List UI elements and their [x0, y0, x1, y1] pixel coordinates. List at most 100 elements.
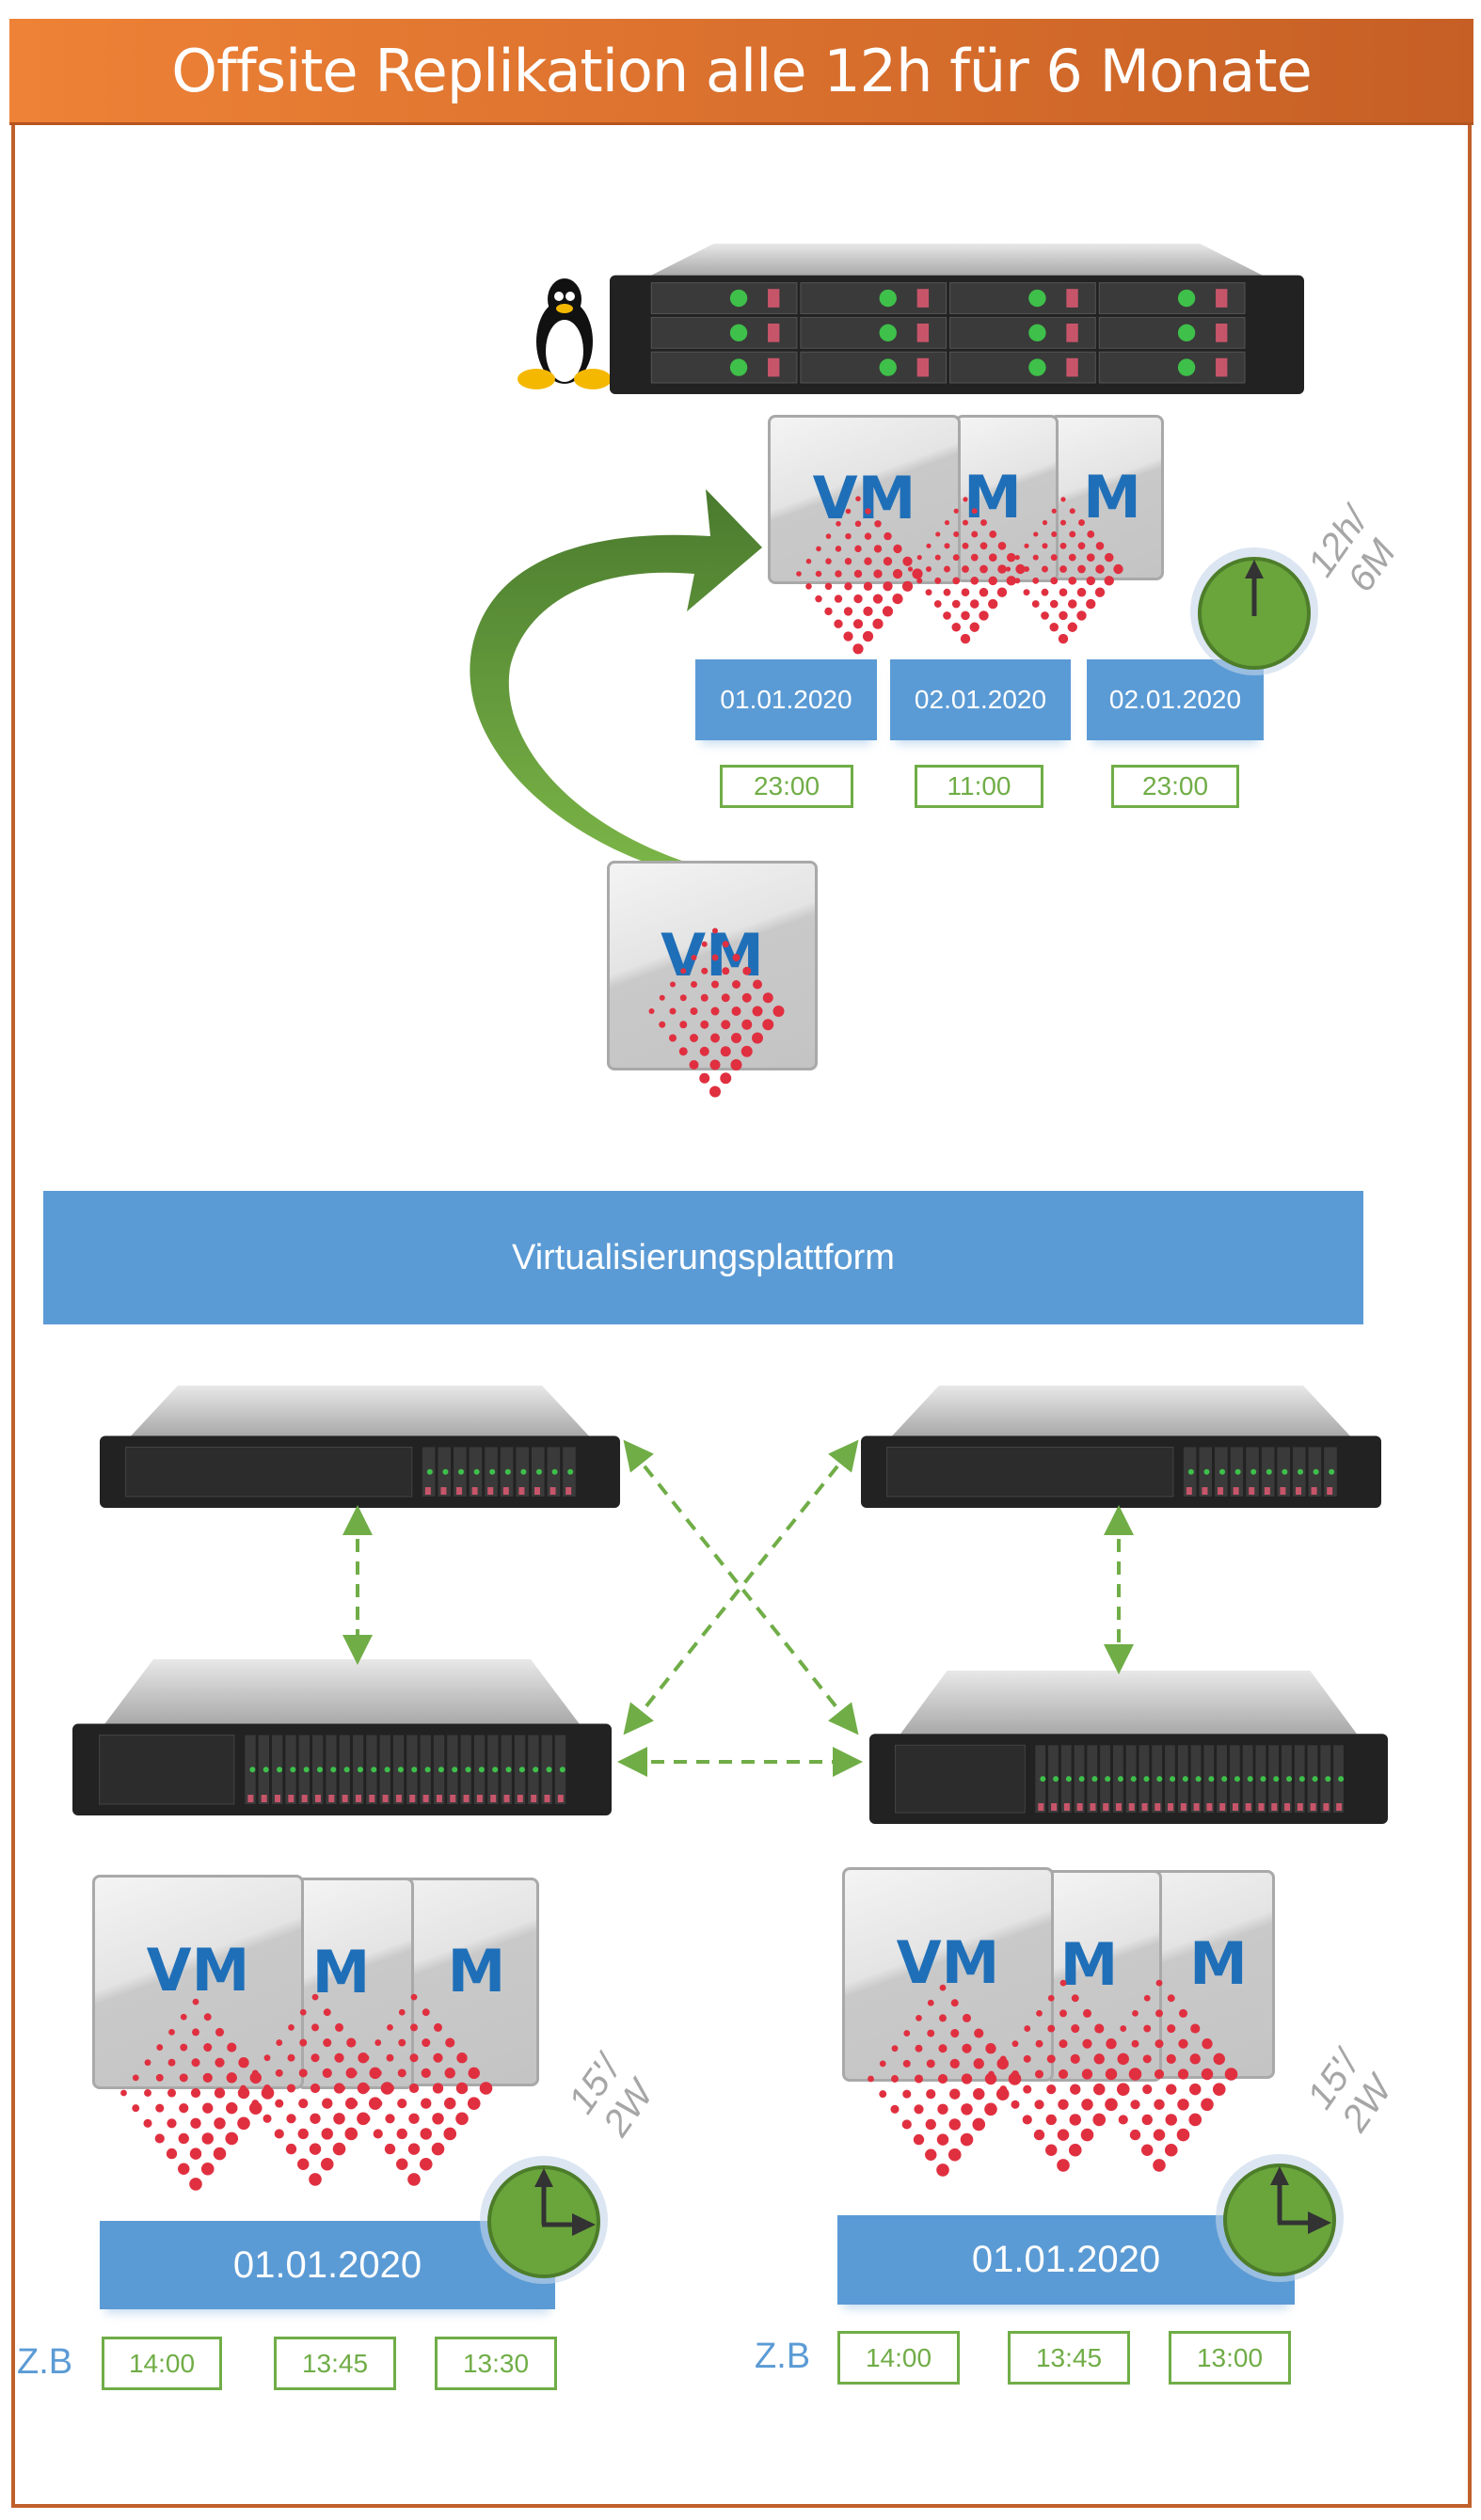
disk-dot: [691, 955, 697, 960]
disk-dot: [659, 994, 665, 1001]
disk-dot: [323, 2038, 332, 2048]
disk-dot: [362, 2084, 370, 2092]
disk-dot: [1032, 577, 1040, 584]
disk-dot: [189, 2148, 202, 2160]
disk-dot: [901, 2119, 912, 2130]
disk-dot: [953, 508, 959, 514]
disk-dot: [762, 1019, 774, 1031]
offsite-date-3: 02.01.2020: [1087, 659, 1264, 740]
disk-dot: [1188, 2113, 1202, 2127]
disk-dot: [1047, 1994, 1055, 2002]
disk-dot: [1059, 2039, 1068, 2049]
disk-dot: [1130, 2069, 1140, 2079]
offsite-date-1: 01.01.2020: [695, 659, 877, 740]
disk-dot: [1176, 2128, 1190, 2142]
disk-dot: [843, 631, 853, 642]
disk-dot: [1011, 2100, 1020, 2109]
disk-dot: [168, 2029, 175, 2036]
disk-dot: [178, 2132, 189, 2145]
disk-dot: [892, 594, 903, 605]
disk-dot: [180, 2013, 187, 2021]
disk-dot: [444, 2068, 455, 2079]
disk-dot: [333, 2113, 345, 2125]
disk-dot: [1069, 531, 1076, 538]
vm-disk-dots-icon: [120, 1998, 275, 2191]
disk-dot: [398, 2008, 406, 2016]
disk-dot: [722, 941, 729, 948]
disk-dot: [1047, 2024, 1056, 2033]
disk-dot: [373, 2129, 383, 2139]
link-arrow-cross-2: [623, 1439, 859, 1735]
disk-dot: [1165, 2114, 1177, 2126]
disk-dot: [873, 569, 883, 578]
disk-dot: [275, 2068, 283, 2077]
disk-dot: [285, 2143, 297, 2155]
disk-dot: [834, 594, 843, 603]
disk-dot: [949, 2058, 960, 2068]
disk-dot: [963, 497, 968, 502]
disk-dot: [939, 1984, 947, 1991]
disk-dot: [825, 533, 832, 539]
disk-dot: [944, 543, 950, 549]
disk-dot: [741, 1019, 753, 1030]
disk-dot: [1050, 554, 1058, 562]
vm-disk-dots-icon: [1084, 1979, 1238, 2172]
disk-dot: [374, 2039, 382, 2046]
disk-dot: [309, 2143, 322, 2155]
disk-dot: [1178, 2038, 1188, 2049]
disk-dot: [386, 2053, 394, 2062]
disk-dot: [166, 2148, 178, 2160]
disk-dot: [853, 569, 863, 578]
disk-dot: [862, 630, 874, 642]
disk-dot: [690, 1007, 698, 1015]
disk-dot: [431, 2142, 445, 2156]
disk-dot: [980, 519, 987, 527]
disk-dot: [916, 2015, 922, 2021]
disk-dot: [1082, 2008, 1092, 2018]
disk-dot: [890, 2104, 900, 2114]
offsite-vm-card-3: M: [1049, 415, 1164, 580]
disk-dot: [988, 2070, 995, 2078]
disk-dot: [961, 2073, 973, 2084]
disk-dot: [120, 2089, 127, 2097]
disk-dot: [1005, 566, 1011, 572]
disk-dot: [845, 532, 852, 540]
disk-dot: [710, 1006, 720, 1016]
disk-dot: [1068, 2143, 1082, 2157]
offsite-time-2: 11:00: [915, 765, 1043, 808]
disk-dot: [226, 2072, 237, 2084]
disk-dot: [1058, 2099, 1069, 2110]
disk-dot: [1069, 508, 1075, 515]
disk-dot: [903, 2030, 911, 2037]
disk-dot: [962, 565, 969, 573]
disk-dot: [1164, 2143, 1178, 2157]
disk-dot: [1049, 622, 1059, 632]
disk-dot: [432, 2083, 444, 2094]
disk-dot: [853, 594, 863, 604]
disk-dot: [203, 2013, 212, 2021]
disk-dot: [962, 542, 969, 549]
left-date-bar: 01.01.2020: [100, 2221, 555, 2309]
disk-dot: [648, 1008, 655, 1014]
disk-dot: [879, 2060, 886, 2068]
disk-dot: [311, 2053, 320, 2063]
disk-dot: [1130, 2100, 1140, 2110]
disk-dot: [934, 577, 942, 584]
disk-dot: [1023, 565, 1030, 573]
disk-dot: [1042, 543, 1048, 549]
disk-dot: [1119, 2054, 1127, 2063]
disk-dot: [854, 545, 862, 553]
disk-dot: [346, 2037, 357, 2048]
disk-dot: [883, 557, 893, 566]
disk-dot: [815, 570, 822, 578]
disk-dot: [953, 531, 960, 537]
disk-dot: [190, 2087, 201, 2099]
disk-dot: [192, 2028, 199, 2037]
disk-dot: [1087, 531, 1095, 538]
disk-dot: [1045, 2144, 1058, 2156]
disk-dot: [263, 2084, 271, 2092]
disk-dot: [203, 2043, 213, 2052]
disk-dot: [238, 2057, 249, 2068]
host-server-bottom-left: [72, 1657, 612, 1815]
virtualization-platform-bar: Virtualisierungsplattform: [43, 1191, 1363, 1324]
